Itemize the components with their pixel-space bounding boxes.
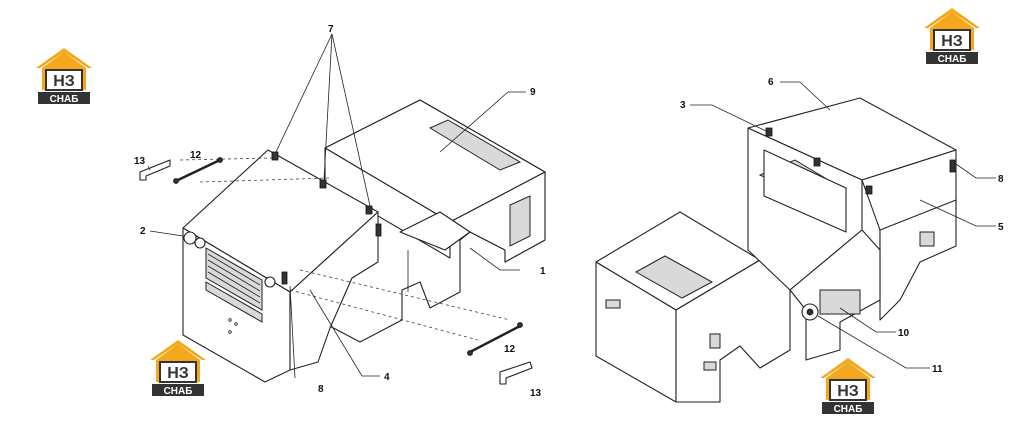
logo-top-text: НЗ — [53, 73, 75, 90]
callout-2: 2 — [140, 226, 146, 237]
callout-4: 4 — [384, 372, 390, 383]
leader-lines-right — [690, 81, 996, 369]
callout-1: 1 — [540, 266, 546, 277]
callout-8-left: 8 — [318, 384, 324, 395]
logo-top-text: НЗ — [837, 383, 859, 400]
callout-9: 9 — [530, 87, 536, 98]
callout-6: 6 — [768, 77, 774, 88]
logo-bottom-text: СНАБ — [834, 404, 863, 415]
callout-5: 5 — [998, 222, 1004, 233]
brand-logo-bottom-left: НЗ СНАБ — [146, 338, 210, 400]
support-rod-part-12-top — [173, 157, 223, 184]
brand-logo-top-right: НЗ СНАБ — [920, 6, 984, 68]
callout-13-bottom: 13 — [530, 388, 542, 399]
brand-logo-bottom-right: НЗ СНАБ — [816, 356, 880, 418]
callout-11: 11 — [932, 364, 943, 375]
logo-bottom-text: СНАБ — [938, 54, 967, 65]
callout-10: 10 — [898, 328, 910, 339]
ventilation-grille — [205, 247, 263, 323]
leader-lines-left — [147, 33, 526, 379]
callout-12-top: 12 — [190, 150, 202, 161]
callout-13-top: 13 — [134, 156, 146, 167]
callout-7: 7 — [328, 24, 334, 35]
logo-bottom-text: СНАБ — [164, 386, 193, 397]
logo-top-text: НЗ — [941, 33, 963, 50]
assembled-body — [595, 97, 957, 403]
handle-part-13-bottom — [499, 361, 533, 385]
logo-top-text: НЗ — [167, 365, 189, 382]
body-frame-part-1 — [321, 99, 546, 343]
callout-3: 3 — [680, 100, 686, 111]
logo-bottom-text: СНАБ — [50, 94, 79, 105]
handle-part-13-top — [139, 159, 171, 181]
brand-logo-top-left: НЗ СНАБ — [32, 46, 96, 108]
callout-12-bottom: 12 — [504, 344, 516, 355]
front-cover-part-4 — [182, 149, 382, 383]
support-rod-part-12-bottom — [467, 322, 523, 356]
callout-8-right: 8 — [998, 174, 1004, 185]
